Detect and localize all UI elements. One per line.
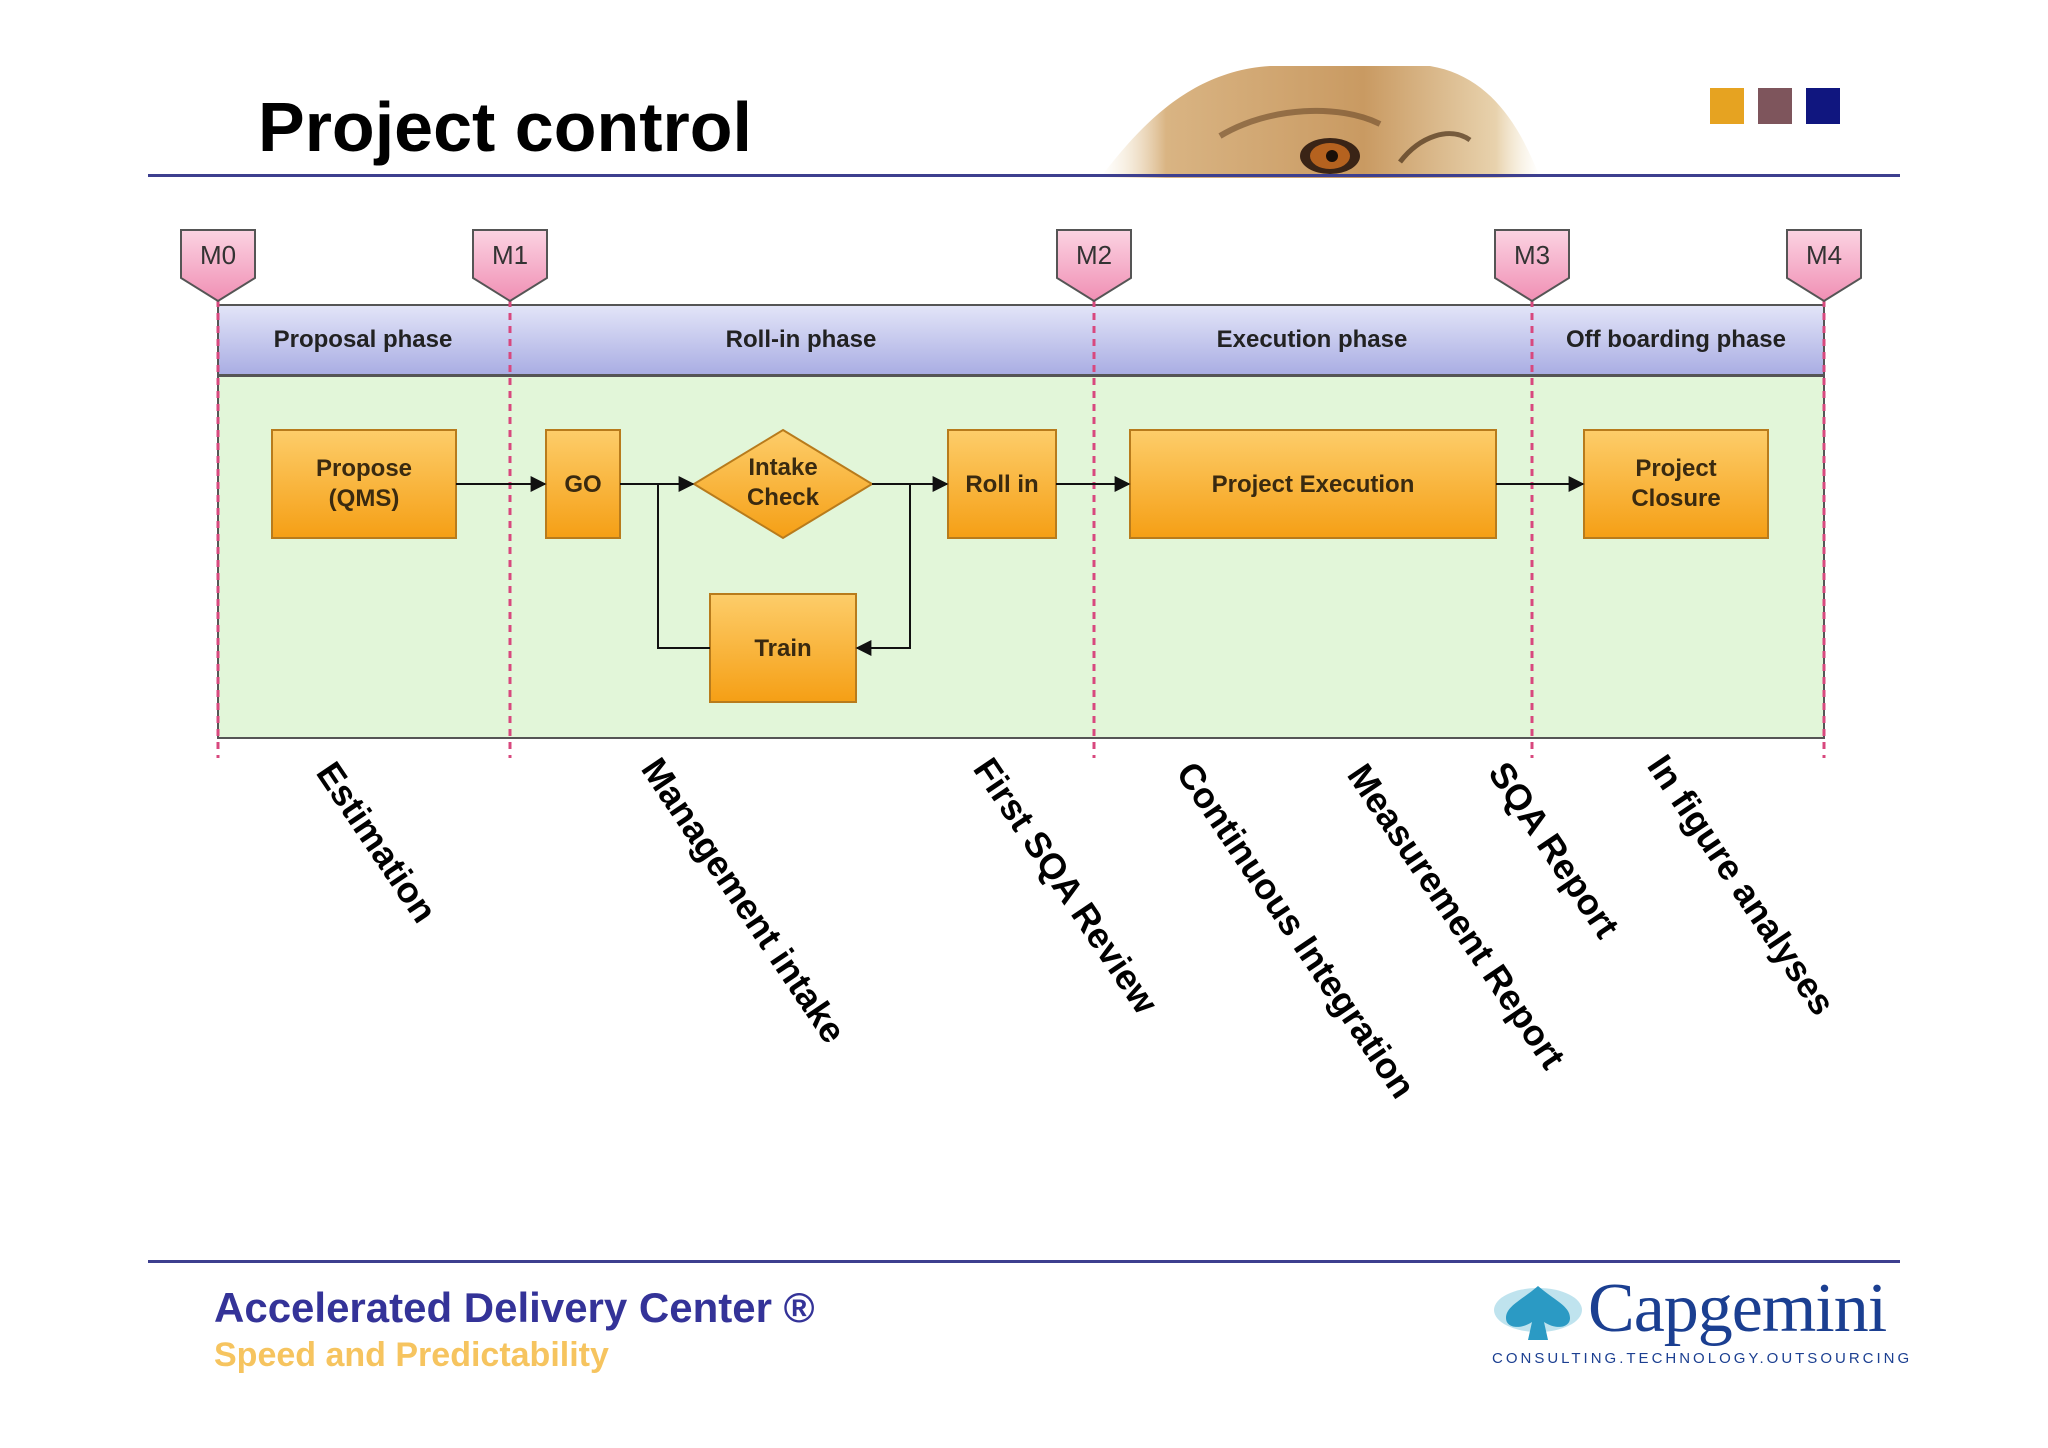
brand-square <box>1710 88 1744 124</box>
node-label: Train <box>754 635 811 662</box>
footer-title: Accelerated Delivery Center ® <box>214 1284 815 1331</box>
milestone-label: M1 <box>492 240 528 270</box>
milestone-m2: M2 <box>1056 229 1132 303</box>
node-roll-in: Roll in <box>947 429 1057 539</box>
phase-label-proposal: Proposal phase <box>274 326 453 353</box>
node-intake-check: Intake Check <box>692 428 874 540</box>
node-propose: Propose (QMS) <box>271 429 457 539</box>
phase-label-execution: Execution phase <box>1217 326 1408 353</box>
brand-square <box>1806 88 1840 124</box>
arrow-train-go <box>657 484 710 649</box>
node-label: Project <box>1635 455 1716 482</box>
node-project-closure: Project Closure <box>1583 429 1769 539</box>
diagram-area <box>217 375 1825 739</box>
capgemini-logo: Capgemini <box>1588 1270 1887 1347</box>
node-label: Project Execution <box>1212 471 1415 498</box>
arrow-intake-train <box>855 484 911 656</box>
lion-photo <box>1100 66 1540 178</box>
milestone-m1: M1 <box>472 229 548 303</box>
milestone-label: M2 <box>1076 240 1112 270</box>
brand-square <box>1758 88 1792 124</box>
slide-title: Project control <box>258 88 752 166</box>
node-project-execution: Project Execution <box>1129 429 1497 539</box>
footer-rule <box>148 1260 1900 1263</box>
phase-label-off-boarding: Off boarding phase <box>1566 326 1786 353</box>
logo-tagline: CONSULTING.TECHNOLOGY.OUTSOURCING <box>1492 1350 1913 1367</box>
node-label: GO <box>564 471 601 498</box>
milestone-m4: M4 <box>1786 229 1862 303</box>
milestone-label: M0 <box>200 240 236 270</box>
node-label: Closure <box>1631 485 1720 512</box>
milestone-label: M3 <box>1514 240 1550 270</box>
node-label: (QMS) <box>329 485 400 512</box>
node-label: Propose <box>316 455 412 482</box>
capgemini-spade-icon <box>1494 1286 1582 1340</box>
node-label: Roll in <box>965 471 1038 498</box>
node-go: GO <box>545 429 621 539</box>
milestone-m3: M3 <box>1494 229 1570 303</box>
node-train: Train <box>709 593 857 703</box>
node-label: Check <box>747 484 820 511</box>
phase-label-roll-in: Roll-in phase <box>726 326 877 353</box>
milestone-label: M4 <box>1806 240 1842 270</box>
milestone-m0: M0 <box>180 229 256 303</box>
header-rule <box>148 174 1900 177</box>
footer-subtitle: Speed and Predictability <box>214 1336 609 1374</box>
node-label: Intake <box>748 454 817 481</box>
